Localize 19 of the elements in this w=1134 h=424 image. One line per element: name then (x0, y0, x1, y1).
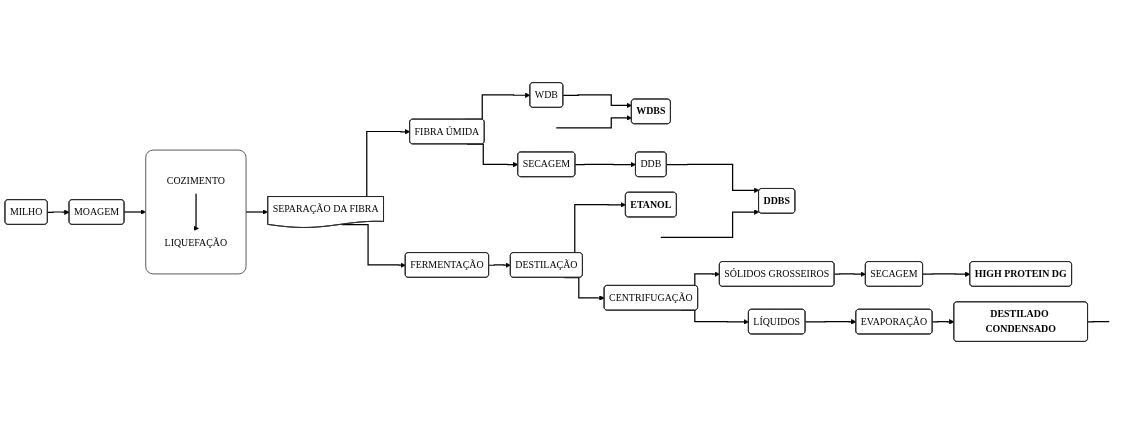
connector (1087, 321, 1110, 323)
arrow (665, 163, 760, 193)
arrow (931, 319, 955, 325)
arrow (562, 94, 632, 109)
arrow (123, 209, 146, 215)
arrow (47, 209, 70, 215)
arrow (555, 115, 632, 129)
arrow (245, 209, 268, 215)
cluster (145, 149, 247, 275)
node-text: COZIMENTO (166, 175, 225, 186)
arrow (574, 161, 636, 168)
arrow (660, 209, 760, 238)
arrow (193, 193, 199, 232)
node-text: LIQUEFAÇÃO (164, 237, 228, 248)
arrow (488, 262, 511, 268)
arrow (804, 319, 857, 325)
arrow (922, 271, 971, 277)
arrow (341, 223, 406, 268)
arrow (833, 271, 866, 277)
